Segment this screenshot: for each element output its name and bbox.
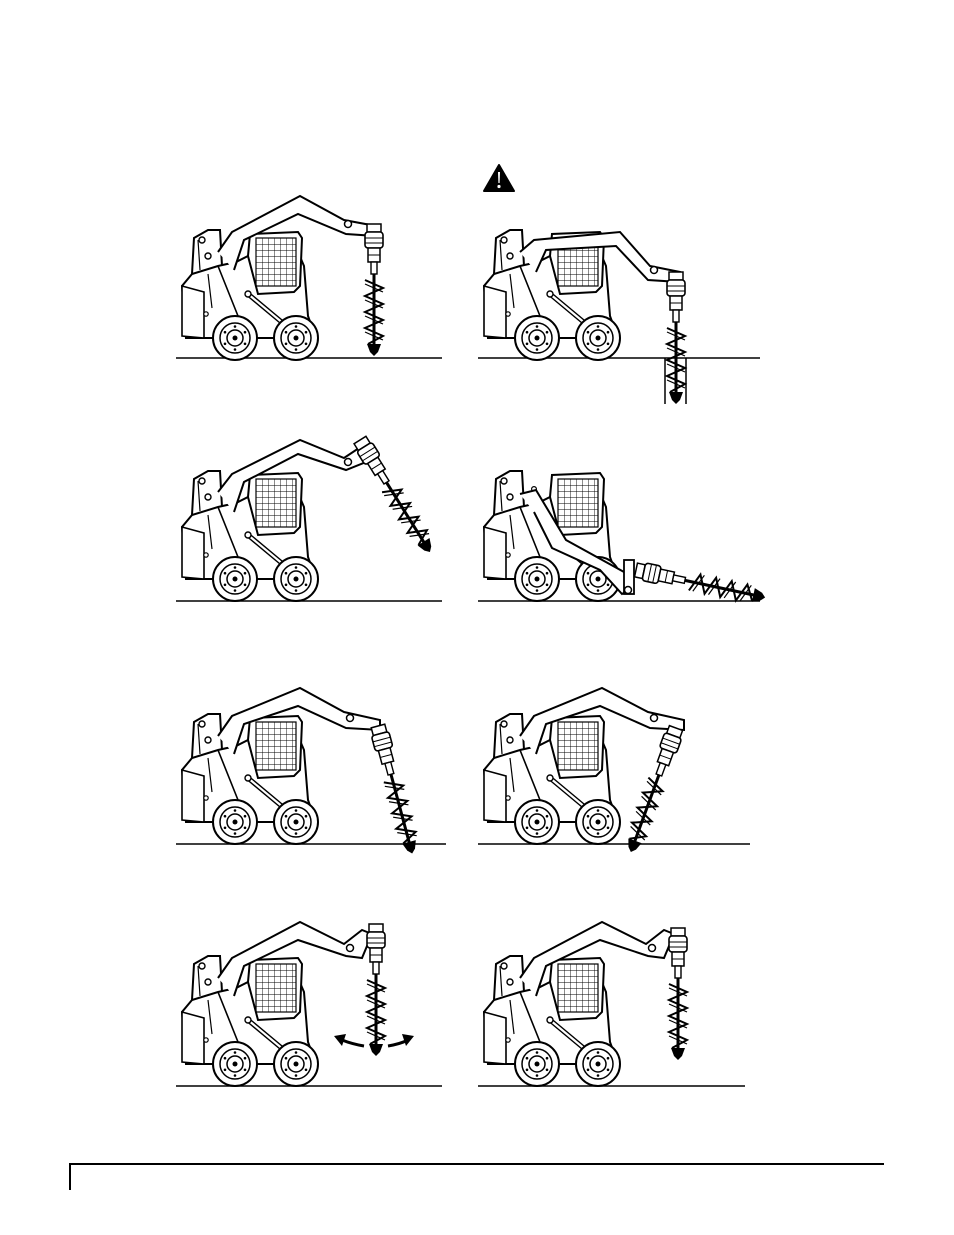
swing-left-arrow-icon bbox=[334, 1034, 364, 1046]
illustration-auger-angled-forward bbox=[176, 688, 446, 856]
footer-rule bbox=[69, 1164, 884, 1190]
illustration-auger-raised-angled bbox=[176, 435, 442, 601]
illustration-auger-lowered-horizontal bbox=[478, 471, 767, 606]
illustration-auger-in-hole bbox=[478, 230, 760, 404]
illustration-auger-angled-back bbox=[478, 688, 750, 855]
warning-triangle-icon bbox=[484, 165, 514, 191]
illustration-auger-swing-arrows bbox=[176, 922, 442, 1086]
illustration-auger-vertical-above-ground bbox=[176, 196, 442, 360]
swing-right-arrow-icon bbox=[388, 1034, 414, 1046]
illustration-auger-vertical-centered bbox=[478, 922, 745, 1086]
